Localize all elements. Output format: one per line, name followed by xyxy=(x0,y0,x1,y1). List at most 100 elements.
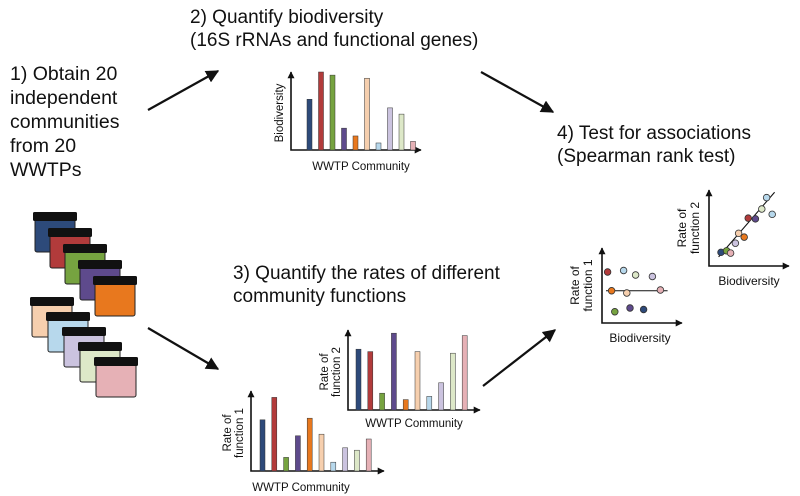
jar-lid-bottom-3 xyxy=(78,342,122,351)
chart-bar xyxy=(352,135,359,151)
jar-lid-top-3 xyxy=(78,260,122,269)
scatter-point xyxy=(726,249,735,257)
step-2-label: 2) Quantify biodiversity (16S rRNAs and … xyxy=(190,6,478,52)
scatter-point xyxy=(648,272,657,281)
y-axis-label-line-2: function 2 xyxy=(331,347,343,397)
jar-lid-top-2 xyxy=(63,244,107,253)
step-1-line: communities xyxy=(10,111,120,133)
x-axis-label: WWTP Community xyxy=(312,161,410,173)
step-1-line: independent xyxy=(10,87,118,109)
step-1-line: WWTPs xyxy=(10,159,82,181)
chart-axes xyxy=(247,390,385,475)
chart-bar xyxy=(306,417,313,472)
chart-bar xyxy=(367,351,374,411)
chart-bar xyxy=(295,435,301,472)
scatter-point xyxy=(768,210,776,219)
y-axis-label-line-1: Rate of xyxy=(222,414,234,452)
flow-arrow-1-to-2 xyxy=(147,70,220,111)
chart-bar xyxy=(355,348,362,411)
chart-bar xyxy=(318,71,324,151)
scatter-point xyxy=(731,239,740,247)
y-axis-label-line-2: function 1 xyxy=(234,408,246,458)
chart-bar xyxy=(318,433,325,472)
jar-lid-top-1 xyxy=(48,228,92,237)
chart-bar xyxy=(426,396,433,411)
flow-arrow-3-to-4 xyxy=(482,329,557,387)
step-2-line: (16S rRNAs and functional genes) xyxy=(190,30,479,51)
scatter-point xyxy=(626,304,634,312)
scatter-axes xyxy=(598,247,683,327)
chart-bar xyxy=(365,438,372,472)
chart-bar xyxy=(402,399,409,411)
chart-bar xyxy=(398,113,405,151)
scatter-point xyxy=(623,289,631,297)
chart-bar xyxy=(391,332,397,411)
scatter-point xyxy=(603,268,612,276)
scatter-point xyxy=(656,286,665,294)
y-axis-label-line-2: function 2 xyxy=(688,202,702,254)
step-1-label: 1) Obtain 20 independent communities fro… xyxy=(10,62,119,182)
scatter-point xyxy=(740,233,748,241)
x-axis-label: WWTP Community xyxy=(365,418,463,430)
step-2-line: 2) Quantify biodiversity xyxy=(190,7,384,28)
y-axis-label-line-1: Rate of xyxy=(675,208,689,247)
jar-body-top-4 xyxy=(94,282,136,317)
jar-lid-top-4 xyxy=(93,276,137,285)
step-3-line: community functions xyxy=(233,286,407,307)
chart-bar xyxy=(329,74,336,151)
chart-bar xyxy=(375,142,382,151)
step-3-line: 3) Quantify the rates of different xyxy=(233,263,500,284)
scatter-point xyxy=(758,205,766,213)
jar-body-bottom-4 xyxy=(95,363,137,398)
chart-bar xyxy=(450,352,456,411)
scatter-point xyxy=(751,215,760,223)
y-axis-label-line-1: Rate of xyxy=(319,353,331,391)
y-axis-label-line-1: Rate of xyxy=(568,265,582,304)
chart-bar xyxy=(306,99,313,151)
chart-bar xyxy=(342,447,348,472)
scatter-point xyxy=(631,271,640,279)
chart-bar xyxy=(354,449,360,472)
step-1-line: from 20 xyxy=(10,135,77,157)
y-axis-label: Biodiversity xyxy=(274,83,286,142)
x-axis-label: Biodiversity xyxy=(609,331,670,345)
chart-bar xyxy=(283,457,289,472)
x-axis-label: Biodiversity xyxy=(718,274,779,288)
chart-bar xyxy=(271,397,278,472)
jar-lid-bottom-2 xyxy=(62,327,106,336)
jar-lid-bottom-1 xyxy=(46,312,90,321)
sample-jars xyxy=(30,212,138,398)
biodiversity-bar-chart: WWTP Community Biodiversity xyxy=(274,71,422,173)
flow-arrow-2-to-4 xyxy=(480,71,555,113)
chart-bar xyxy=(379,392,385,411)
scatter-point xyxy=(744,214,752,222)
scatter-point xyxy=(762,193,771,202)
jar-lid-bottom-0 xyxy=(30,297,74,306)
chart-bar xyxy=(364,77,370,151)
chart-bar xyxy=(438,382,444,411)
x-axis-label: WWTP Community xyxy=(252,482,350,494)
trend-line xyxy=(718,191,776,258)
jar-lid-bottom-4 xyxy=(94,357,138,366)
chart-bar xyxy=(461,335,468,411)
chart-bar xyxy=(410,141,416,151)
chart-bar xyxy=(414,351,421,411)
step-1-line: 1) Obtain 20 xyxy=(10,63,118,85)
step-4-label: 4) Test for associations (Spearman rank … xyxy=(557,122,751,168)
scatter-point xyxy=(607,287,616,295)
scatter-point xyxy=(639,305,648,314)
step-4-line: 4) Test for associations xyxy=(557,123,751,144)
y-axis-label-line-2: function 1 xyxy=(581,259,595,311)
chart-bar xyxy=(341,127,347,151)
step-3-label: 3) Quantify the rates of different commu… xyxy=(233,262,500,308)
chart-bar xyxy=(387,107,393,151)
jar-lid-top-0 xyxy=(33,212,77,221)
scatter-point xyxy=(734,229,743,238)
scatter-point xyxy=(619,266,628,275)
